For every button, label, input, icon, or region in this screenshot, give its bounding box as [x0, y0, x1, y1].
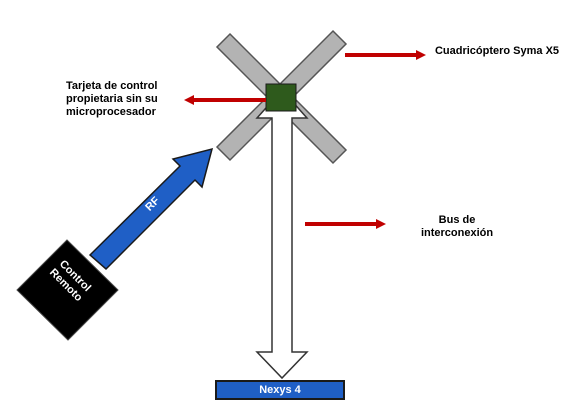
nexys-label: Nexys 4	[259, 384, 301, 396]
remote-control	[16, 239, 119, 341]
rf-arrow	[88, 147, 214, 271]
nexys-board: Nexys 4	[215, 380, 345, 400]
quadcopter-pointer-arrow	[345, 50, 426, 60]
quadcopter-label: Cuadricóptero Syma X5	[434, 45, 560, 57]
bus-label: Bus de interconexión	[420, 214, 494, 239]
bus-pointer-arrow	[305, 219, 386, 229]
control-card	[265, 83, 297, 112]
control-card-label: Tarjeta de control propietaria sin su mi…	[66, 80, 158, 118]
bus-double-arrow	[255, 88, 309, 380]
card-pointer-arrow	[184, 95, 266, 105]
